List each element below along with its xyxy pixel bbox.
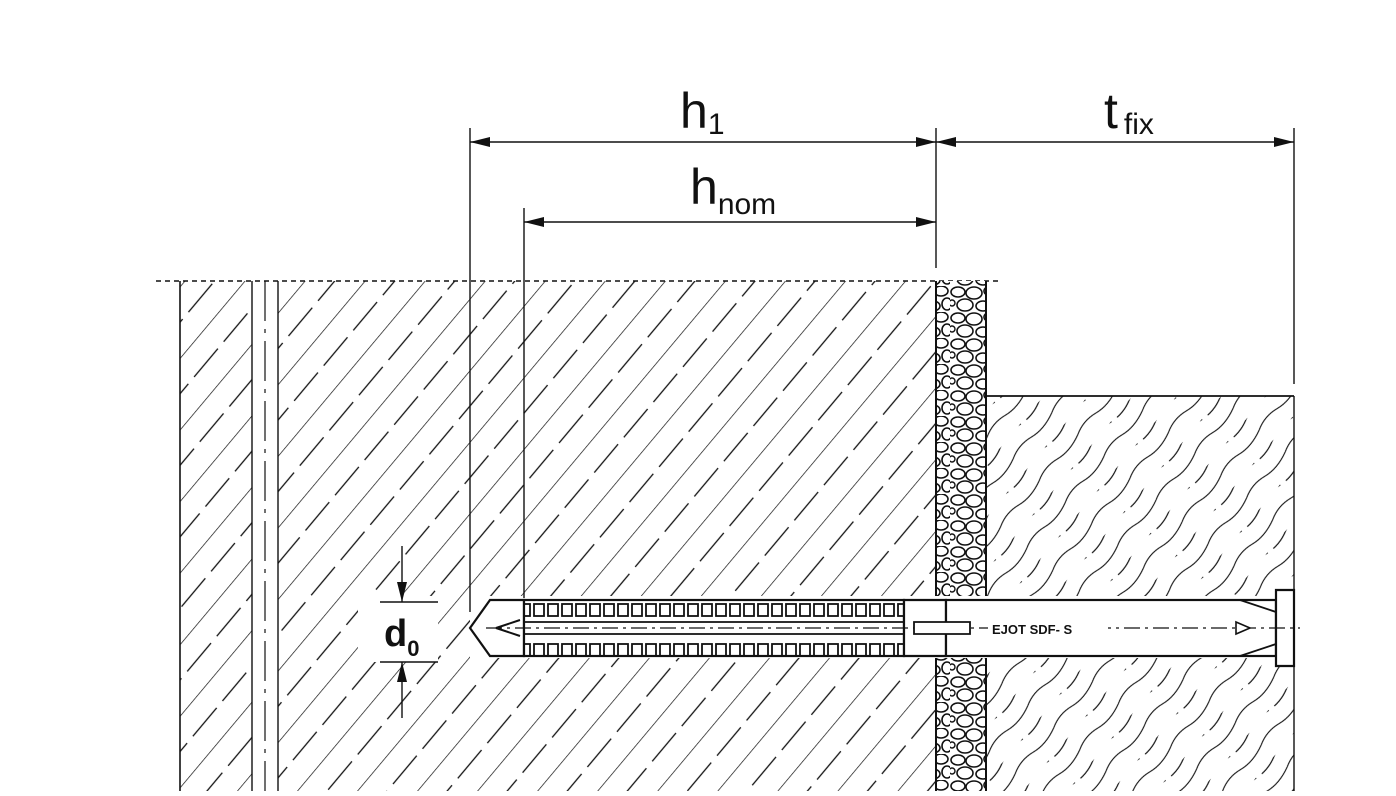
svg-text:h1: h1 bbox=[680, 83, 725, 141]
dimension-hnom-subscript: nom bbox=[718, 188, 776, 221]
anchor-dowel: EJOT SDF- S bbox=[468, 588, 1300, 668]
fixture-wood bbox=[986, 395, 1295, 791]
dimension-hnom: hnom bbox=[524, 159, 936, 227]
dimension-hnom-symbol: h bbox=[690, 159, 718, 215]
base-material-concrete bbox=[179, 281, 936, 791]
dimension-h1-subscript: 1 bbox=[708, 108, 725, 141]
plaster-layer bbox=[935, 281, 987, 791]
dimension-tfix-subscript: fix bbox=[1124, 108, 1154, 141]
dimension-tfix-symbol: t bbox=[1104, 83, 1118, 139]
dimension-h1: h1 bbox=[470, 83, 936, 147]
svg-text:hnom: hnom bbox=[690, 159, 776, 221]
svg-text:d0: d0 bbox=[384, 613, 419, 661]
dimension-h1-symbol: h bbox=[680, 83, 708, 139]
dimension-d0-subscript: 0 bbox=[407, 636, 419, 661]
dimension-d0-symbol: d bbox=[384, 613, 407, 655]
dimension-d0: d0 bbox=[358, 546, 438, 718]
extension-lines bbox=[469, 128, 1295, 612]
anchor-marking-text: EJOT SDF- S bbox=[992, 622, 1073, 637]
